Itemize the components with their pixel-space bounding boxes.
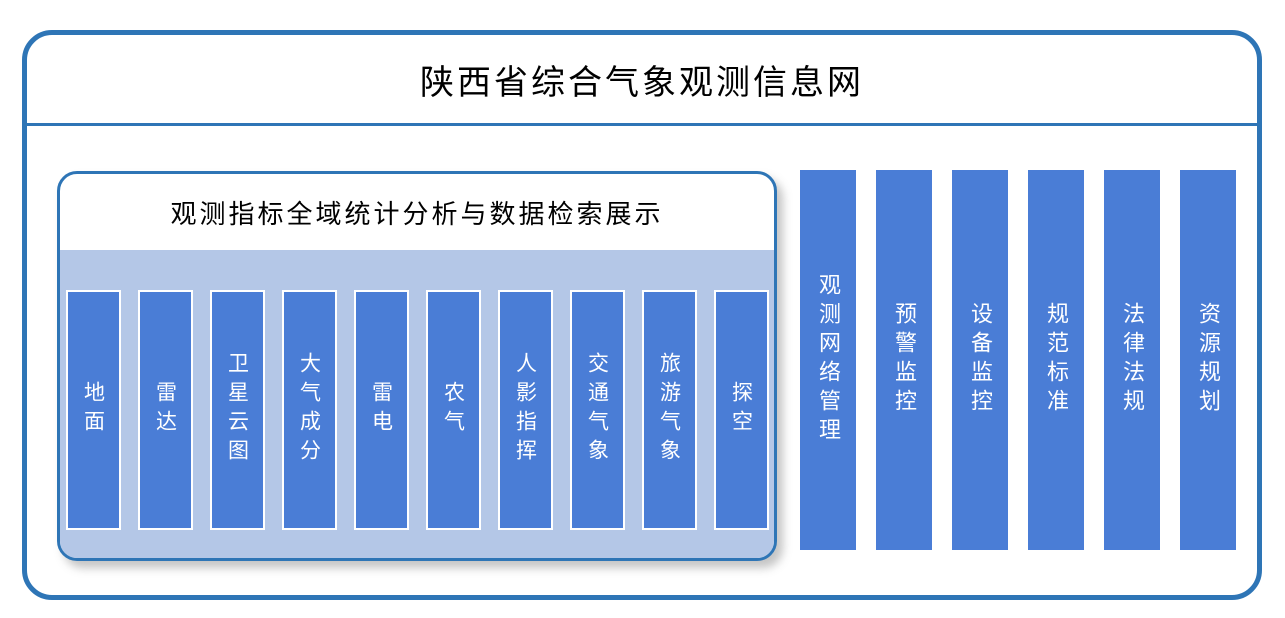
menu-item-warning-monitoring[interactable]: 预警监控 — [876, 170, 932, 550]
menu-item-label: 预警监控 — [892, 302, 917, 418]
menu-item-label: 观测网络管理 — [816, 273, 841, 447]
menu-item-laws-regulations[interactable]: 法律法规 — [1104, 170, 1160, 550]
menu-item-standards[interactable]: 规范标准 — [1028, 170, 1084, 550]
menu-item-label: 规范标准 — [1044, 302, 1069, 418]
nav-item-label: 地面 — [81, 381, 105, 439]
page-title: 陕西省综合气象观测信息网 — [420, 63, 864, 102]
left-panel-body: 地面 雷达 卫星云图 大气成分 雷电 农气 人影指挥 — [60, 250, 774, 558]
nav-item-atmospheric-composition[interactable]: 大气成分 — [281, 290, 337, 530]
nav-item-satellite-cloud[interactable]: 卫星云图 — [209, 290, 265, 530]
menu-item-label: 法律法规 — [1120, 302, 1145, 418]
content-area: 观测指标全域统计分析与数据检索展示 地面 雷达 卫星云图 大气成分 雷电 — [27, 126, 1257, 595]
nav-item-label: 人影指挥 — [513, 352, 537, 468]
nav-item-tourism-weather[interactable]: 旅游气象 — [641, 290, 697, 530]
nav-item-label: 农气 — [441, 381, 465, 439]
nav-item-lightning[interactable]: 雷电 — [353, 290, 409, 530]
nav-item-label: 交通气象 — [585, 352, 609, 468]
nav-item-label: 探空 — [729, 381, 753, 439]
left-panel-title: 观测指标全域统计分析与数据检索展示 — [170, 198, 664, 229]
menu-item-observation-network-management[interactable]: 观测网络管理 — [800, 170, 856, 550]
menu-item-label: 资源规划 — [1196, 302, 1221, 418]
page-header: 陕西省综合气象观测信息网 — [27, 35, 1257, 126]
nav-item-traffic-weather[interactable]: 交通气象 — [569, 290, 625, 530]
left-panel: 观测指标全域统计分析与数据检索展示 地面 雷达 卫星云图 大气成分 雷电 — [57, 171, 777, 561]
main-frame: 陕西省综合气象观测信息网 观测指标全域统计分析与数据检索展示 地面 雷达 卫星云… — [22, 30, 1262, 600]
nav-item-label: 卫星云图 — [225, 352, 249, 468]
menu-item-resource-planning[interactable]: 资源规划 — [1180, 170, 1236, 550]
nav-item-label: 大气成分 — [297, 352, 321, 468]
menu-item-label: 设备监控 — [968, 302, 993, 418]
nav-item-ground[interactable]: 地面 — [65, 290, 121, 530]
nav-item-label: 雷电 — [369, 381, 393, 439]
nav-item-weather-modification[interactable]: 人影指挥 — [497, 290, 553, 530]
nav-item-label: 旅游气象 — [657, 352, 681, 468]
right-menu: 观测网络管理 预警监控 设备监控 规范标准 法律法规 资源规划 — [800, 170, 1236, 550]
nav-item-radar[interactable]: 雷达 — [137, 290, 193, 530]
nav-item-agrometeorology[interactable]: 农气 — [425, 290, 481, 530]
nav-item-sounding[interactable]: 探空 — [713, 290, 769, 530]
nav-item-label: 雷达 — [153, 381, 177, 439]
menu-item-equipment-monitoring[interactable]: 设备监控 — [952, 170, 1008, 550]
